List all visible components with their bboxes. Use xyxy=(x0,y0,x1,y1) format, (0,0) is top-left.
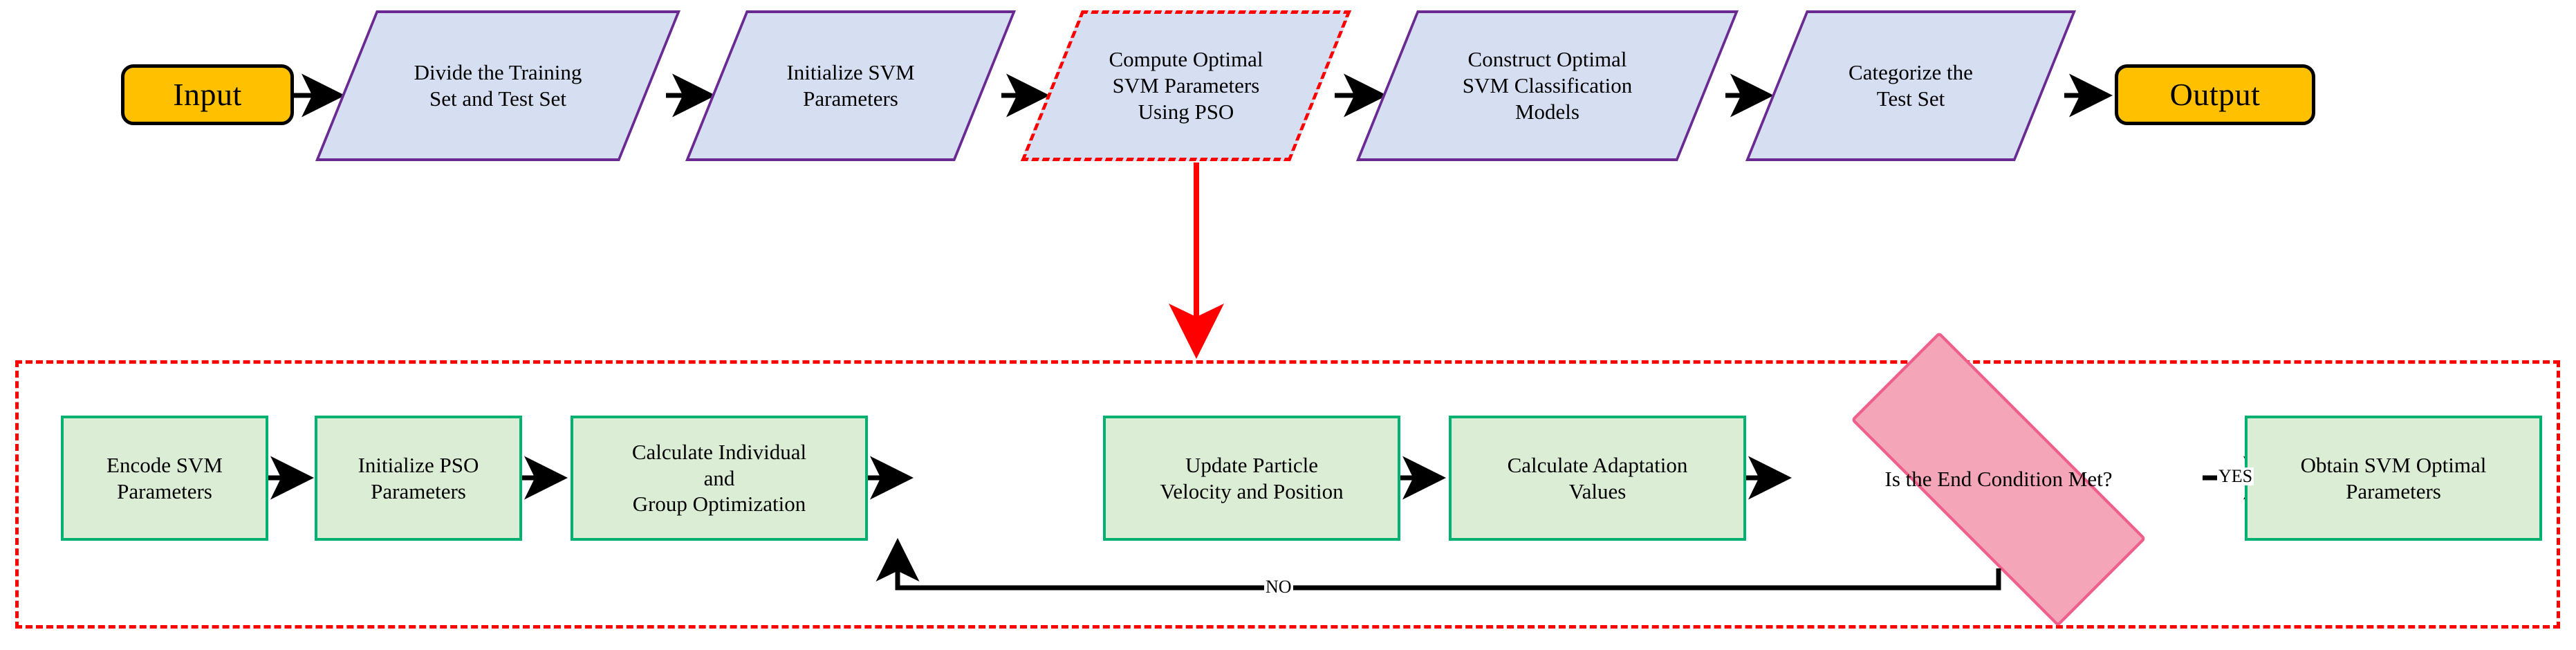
node-update-particle-label: Update Particle Velocity and Position xyxy=(1160,452,1344,503)
node-output-label: Output xyxy=(2169,76,2261,112)
node-divide-shape xyxy=(315,10,681,161)
node-adaptation-values-label: Calculate Adaptation Values xyxy=(1507,452,1688,503)
node-input[interactable]: Input xyxy=(121,64,294,125)
node-adaptation-values[interactable]: Calculate Adaptation Values xyxy=(1449,416,1746,541)
node-construct[interactable]: Construct Optimal SVM Classification Mod… xyxy=(1355,10,1739,161)
node-encode-label: Encode SVM Parameters xyxy=(106,452,223,503)
node-end-condition[interactable]: Is the End Condition Met? xyxy=(1791,331,2206,627)
node-init-pso-label: Initialize PSO Parameters xyxy=(358,452,479,503)
node-update-particle[interactable]: Update Particle Velocity and Position xyxy=(1103,416,1400,541)
node-divide[interactable]: Divide the Training Set and Test Set xyxy=(315,10,681,161)
node-init-svm-shape xyxy=(685,10,1017,161)
node-calculate-optimization-label: Calculate Individual and Group Optimizat… xyxy=(631,439,807,517)
connector-categorize-to-output xyxy=(2064,73,2116,118)
node-obtain-optimal-label: Obtain SVM Optimal Parameters xyxy=(2300,452,2487,503)
node-compute-optimal-shape xyxy=(1020,10,1352,161)
edge-label-yes: YES xyxy=(2217,466,2254,486)
node-output[interactable]: Output xyxy=(2115,64,2315,125)
node-categorize[interactable]: Categorize the Test Set xyxy=(1745,10,2077,161)
node-calculate-optimization[interactable]: Calculate Individual and Group Optimizat… xyxy=(571,416,868,541)
connector-compute-to-pso-container xyxy=(1169,162,1224,360)
node-obtain-optimal[interactable]: Obtain SVM Optimal Parameters xyxy=(2245,416,2542,541)
node-init-svm[interactable]: Initialize SVM Parameters xyxy=(685,10,1017,161)
pso-subprocess-container xyxy=(15,360,2560,629)
node-init-pso[interactable]: Initialize PSO Parameters xyxy=(315,416,522,541)
node-compute-optimal[interactable]: Compute Optimal SVM Parameters Using PSO xyxy=(1020,10,1352,161)
node-construct-shape xyxy=(1355,10,1739,161)
edge-label-no: NO xyxy=(1264,577,1293,597)
node-encode[interactable]: Encode SVM Parameters xyxy=(61,416,268,541)
node-input-label: Input xyxy=(173,76,242,112)
node-categorize-shape xyxy=(1745,10,2077,161)
